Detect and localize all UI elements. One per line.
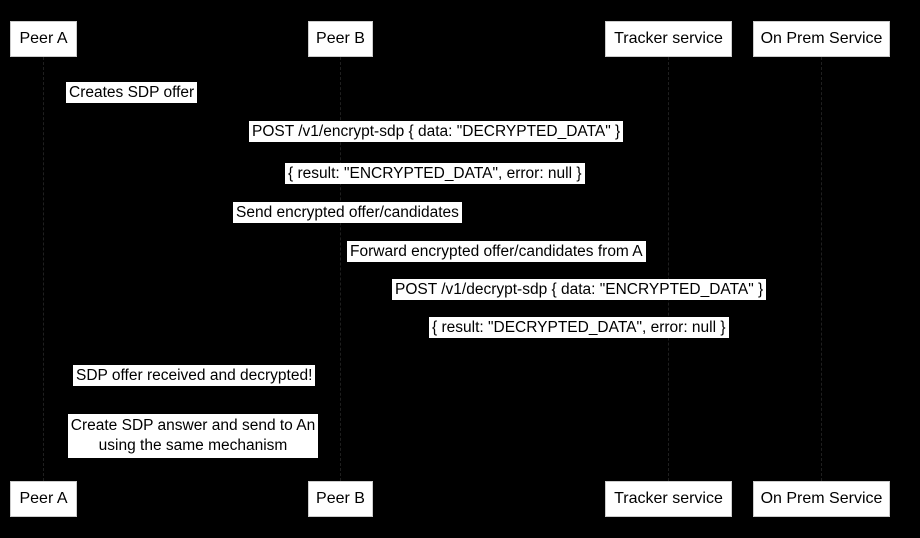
participant-label: Tracker service <box>614 30 723 47</box>
message-decrypt-result: { result: "DECRYPTED_DATA", error: null … <box>429 317 729 338</box>
participant-label: On Prem Service <box>760 30 883 47</box>
message-post-decrypt-sdp: POST /v1/decrypt-sdp { data: "ENCRYPTED_… <box>392 279 767 300</box>
message-send-encrypted-offer: Send encrypted offer/candidates <box>233 202 462 223</box>
participant-bottom-on-prem-service: On Prem Service <box>753 481 890 517</box>
note-line-1: Create SDP answer and send to An <box>70 417 316 434</box>
message-sdp-offer-received: SDP offer received and decrypted! <box>73 365 316 386</box>
lifeline-peer-a <box>43 57 44 481</box>
participant-bottom-tracker-service: Tracker service <box>605 481 732 517</box>
participant-label: On Prem Service <box>760 490 883 507</box>
note-create-sdp-answer: Create SDP answer and send to An using t… <box>68 414 318 458</box>
participant-top-on-prem-service: On Prem Service <box>753 21 890 57</box>
note-line-2: using the same mechanism <box>98 437 288 454</box>
message-creates-sdp-offer: Creates SDP offer <box>66 82 198 103</box>
participant-label: Peer A <box>19 490 68 507</box>
message-forward-encrypted-offer: Forward encrypted offer/candidates from … <box>347 241 646 262</box>
message-encrypt-result: { result: "ENCRYPTED_DATA", error: null … <box>285 163 585 184</box>
participant-label: Peer A <box>19 30 68 47</box>
participant-label: Peer B <box>316 30 365 47</box>
participant-top-peer-b: Peer B <box>308 21 373 57</box>
lifeline-tracker-service <box>668 57 669 481</box>
participant-top-peer-a: Peer A <box>10 21 77 57</box>
lifeline-peer-b <box>340 57 341 481</box>
participant-label: Peer B <box>316 490 365 507</box>
participant-bottom-peer-a: Peer A <box>10 481 77 517</box>
message-post-encrypt-sdp: POST /v1/encrypt-sdp { data: "DECRYPTED_… <box>249 121 624 142</box>
participant-label: Tracker service <box>614 490 723 507</box>
participant-bottom-peer-b: Peer B <box>308 481 373 517</box>
participant-top-tracker-service: Tracker service <box>605 21 732 57</box>
lifeline-on-prem-service <box>821 57 822 481</box>
